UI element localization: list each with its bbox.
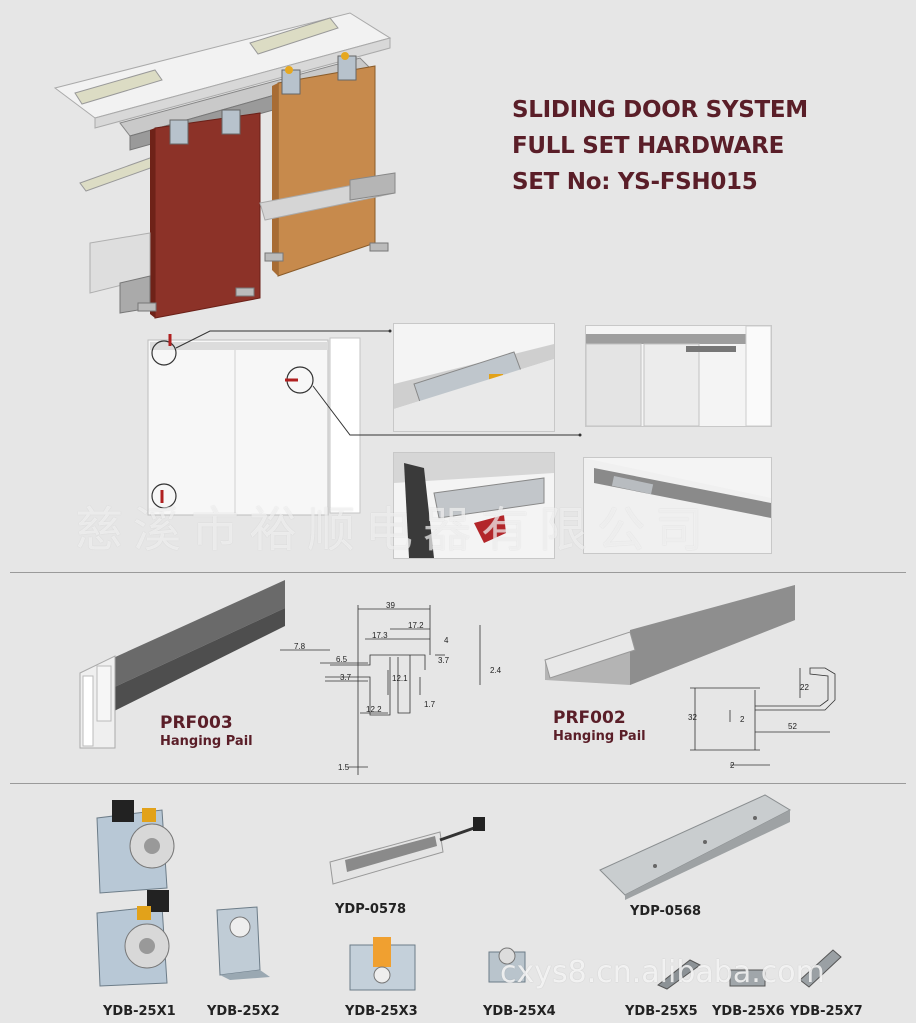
title-line-3: SET No: YS-FSH015 — [512, 169, 758, 195]
prf003-dim-12-2: 12.2 — [366, 705, 382, 714]
prf002-dim-2b: 2 — [730, 761, 735, 770]
ydb-25x4-illustration — [488, 947, 526, 983]
prf002-code: PRF002 — [553, 708, 626, 728]
prf002-dim-2a: 2 — [740, 715, 745, 724]
ydb-25x2-illustration — [216, 906, 270, 980]
prf003-dim-1-5: 1.5 — [338, 763, 350, 772]
ydb-25x3-illustration — [349, 937, 416, 991]
ydb-25x1-illustration — [96, 800, 175, 987]
prf002-dim-32: 32 — [688, 713, 697, 722]
prf002-dim-22: 22 — [800, 683, 809, 692]
prf002-profile-illustration — [544, 585, 795, 685]
detail-photo-soft-close — [393, 452, 555, 559]
ydp-0578-label: YDP-0578 — [335, 902, 407, 917]
prf003-dim-4: 4 — [444, 636, 449, 645]
prf003-code: PRF003 — [160, 713, 233, 733]
ydb-25x3-label: YDB-25X3 — [345, 1004, 418, 1019]
ydb-25x1-label: YDB-25X1 — [103, 1004, 176, 1019]
ydb-25x6-label: YDB-25X6 — [712, 1004, 785, 1019]
prf002-dimension-drawing: 22 32 2 52 2 — [688, 667, 836, 770]
prf003-dim-39: 39 — [386, 601, 395, 610]
prf003-dim-17-3: 17.3 — [372, 631, 388, 640]
prf003-dim-7-8: 7.8 — [294, 642, 306, 651]
prf003-dim-3-7a: 3.7 — [340, 673, 352, 682]
ydp-0568-label: YDP-0568 — [630, 904, 702, 919]
company-watermark: 慈溪市裕顺电器有限公司 — [75, 502, 714, 558]
prf003-dim-3-7b: 3.7 — [438, 656, 450, 665]
ydb-25x7-label: YDB-25X7 — [790, 1004, 863, 1019]
title-line-2: FULL SET HARDWARE — [512, 133, 784, 159]
ydp-0568-illustration — [599, 794, 792, 900]
section-divider — [10, 783, 906, 784]
detail-photo-damper — [583, 457, 772, 554]
prf003-dim-2-4: 2.4 — [490, 666, 502, 675]
prf003-profile-illustration — [79, 580, 285, 749]
prf003-dimension-drawing: 39 17.3 17.2 7.8 6.5 3.7 12.1 12.2 1.5 1… — [280, 601, 502, 775]
exploded-assembly-illustration — [53, 12, 396, 319]
prf003-dim-6-5: 6.5 — [336, 655, 348, 664]
prf003-dim-1-7: 1.7 — [424, 700, 436, 709]
detail-photo-top-rail — [393, 323, 555, 432]
ydb-25x7-illustration — [799, 949, 842, 988]
ydb-25x6-illustration — [729, 969, 766, 987]
installed-door-illustration — [147, 329, 582, 516]
prf003-name: Hanging Pail — [160, 734, 253, 749]
prf003-dim-17-2: 17.2 — [408, 621, 424, 630]
detail-photo-door-top — [585, 325, 772, 427]
site-watermark: cxys8.cn.alibaba.com — [500, 955, 825, 990]
section-divider — [10, 572, 906, 573]
prf003-dim-12-1: 12.1 — [392, 674, 408, 683]
ydb-25x5-illustration — [657, 959, 701, 990]
title-line-1: SLIDING DOOR SYSTEM — [512, 97, 808, 123]
ydp-0578-illustration — [329, 817, 485, 885]
prf002-name: Hanging Pail — [553, 729, 646, 744]
ydb-25x2-label: YDB-25X2 — [207, 1004, 280, 1019]
ydb-25x4-label: YDB-25X4 — [483, 1004, 556, 1019]
ydb-25x5-label: YDB-25X5 — [625, 1004, 698, 1019]
prf002-dim-52: 52 — [788, 722, 797, 731]
